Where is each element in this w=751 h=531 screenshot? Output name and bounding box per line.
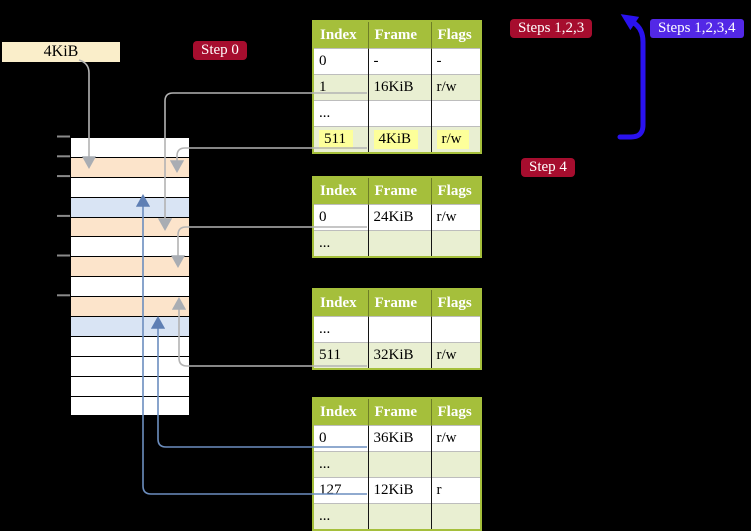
header-frame: Frame <box>367 398 431 426</box>
table-cell <box>430 316 481 343</box>
table-cell <box>367 230 431 257</box>
table-row: 1 16KiB r/w <box>313 74 481 101</box>
steps-1234-big-arrow <box>617 14 646 140</box>
steps-123-label: Steps 1,2,3 <box>510 19 593 38</box>
header-flags: Flags <box>430 398 481 426</box>
memory-frame-row-28kib <box>71 277 189 298</box>
table-cell: 127 <box>313 477 368 504</box>
table-cell <box>430 451 481 478</box>
table-cell: 0 <box>313 425 368 452</box>
table-cell: r/w <box>430 342 481 369</box>
memory-frame-row-32kib <box>71 297 189 318</box>
highlighted-value: 4KiB <box>373 130 419 149</box>
table-cell: 16KiB <box>367 74 431 101</box>
table-cell <box>367 451 431 478</box>
table-row: ... <box>313 316 481 343</box>
table-cell: 0 <box>313 204 368 231</box>
table-header-row: Index Frame Flags <box>313 21 481 49</box>
table-cell <box>430 503 481 530</box>
table-cell: 511 <box>313 342 368 369</box>
header-index: Index <box>313 289 368 317</box>
table-cell: ... <box>313 316 368 343</box>
table-row: ... <box>313 230 481 257</box>
table-cell <box>367 503 431 530</box>
table-cell: 12KiB <box>367 477 431 504</box>
memory-frame-row-52kib <box>71 396 189 416</box>
step-4-label: Step 4 <box>521 158 575 177</box>
table-cell: r/w <box>430 74 481 101</box>
steps-1234-label: Steps 1,2,3,4 <box>650 19 744 38</box>
table-cell <box>430 100 481 127</box>
table-header-row: Index Frame Flags <box>313 177 481 205</box>
memory-address-ticks <box>57 135 70 297</box>
table-cell: 36KiB <box>367 425 431 452</box>
page-table-level-1: Index Frame Flags 0 - - 1 16KiB r/w ... … <box>312 20 482 154</box>
memory-frame-row-4kib <box>71 157 189 178</box>
table-row: ... <box>313 100 481 127</box>
page-table-level-3: Index Frame Flags ... 511 32KiB r/w <box>312 288 482 370</box>
memory-frame-row-36kib <box>71 317 189 337</box>
table-cell: ... <box>313 100 368 127</box>
page-table-level-2: Index Frame Flags 0 24KiB r/w ... <box>312 176 482 258</box>
page-table-level-4: Index Frame Flags 0 36KiB r/w ... 127 12… <box>312 397 482 531</box>
table-cell: r <box>430 477 481 504</box>
table-cell: - <box>430 48 481 75</box>
header-index: Index <box>313 177 368 205</box>
table-cell: 4KiB <box>367 126 431 153</box>
table-cell: ... <box>313 230 368 257</box>
highlighted-value: r/w <box>436 130 469 149</box>
memory-frame-row-0kib <box>71 138 189 158</box>
table-cell: - <box>367 48 431 75</box>
table-cell: 511 <box>313 126 368 153</box>
highlighted-value: 511 <box>319 130 353 149</box>
header-frame: Frame <box>367 21 431 49</box>
frame-size-label: 4KiB <box>2 42 120 62</box>
memory-frame-row-40kib <box>71 336 189 357</box>
table-header-row: Index Frame Flags <box>313 289 481 317</box>
table-cell <box>367 100 431 127</box>
table-cell: 0 <box>313 48 368 75</box>
table-cell: 24KiB <box>367 204 431 231</box>
table-row: 511 32KiB r/w <box>313 342 481 369</box>
memory-frame-row-24kib <box>71 257 189 278</box>
header-flags: Flags <box>430 177 481 205</box>
step-0-label: Step 0 <box>193 41 247 60</box>
table-cell: r/w <box>430 425 481 452</box>
table-row: ... <box>313 503 481 530</box>
table-row: 0 - - <box>313 48 481 75</box>
table-cell: r/w <box>430 204 481 231</box>
physical-memory-column <box>70 137 190 417</box>
memory-frame-row-20kib <box>71 237 189 258</box>
table-cell: r/w <box>430 126 481 153</box>
memory-frame-row-12kib <box>71 197 189 218</box>
table-cell: ... <box>313 451 368 478</box>
header-flags: Flags <box>430 289 481 317</box>
table-row: 127 12KiB r <box>313 477 481 504</box>
header-flags: Flags <box>430 21 481 49</box>
table-row: 0 36KiB r/w <box>313 425 481 452</box>
table-row-highlighted: 511 4KiB r/w <box>313 126 481 153</box>
table-cell: 32KiB <box>367 342 431 369</box>
memory-frame-row-16kib <box>71 217 189 238</box>
table-cell: 1 <box>313 74 368 101</box>
header-frame: Frame <box>367 289 431 317</box>
table-cell <box>430 230 481 257</box>
table-cell: ... <box>313 503 368 530</box>
header-index: Index <box>313 398 368 426</box>
table-header-row: Index Frame Flags <box>313 398 481 426</box>
table-row: 0 24KiB r/w <box>313 204 481 231</box>
table-cell <box>367 316 431 343</box>
header-frame: Frame <box>367 177 431 205</box>
header-index: Index <box>313 21 368 49</box>
memory-frame-row-48kib <box>71 376 189 397</box>
memory-frame-row-44kib <box>71 356 189 377</box>
memory-frame-row-8kib <box>71 177 189 198</box>
table-row: ... <box>313 451 481 478</box>
